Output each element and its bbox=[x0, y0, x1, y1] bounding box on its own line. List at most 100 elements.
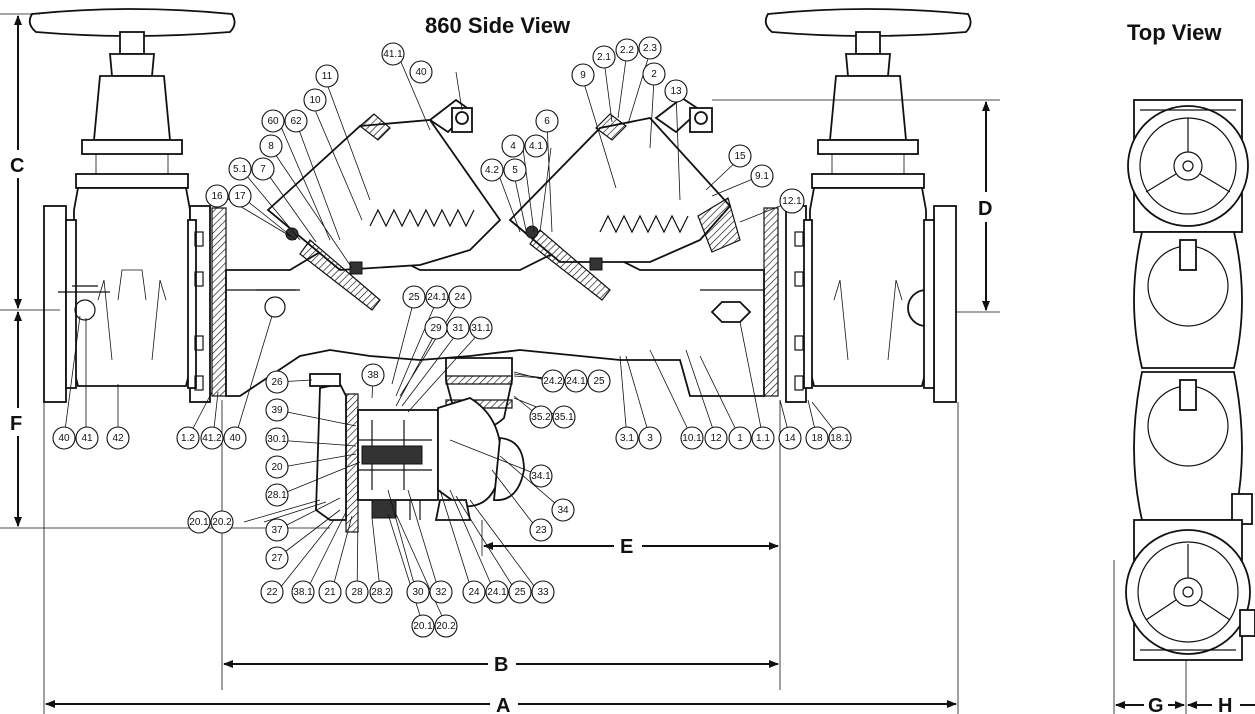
callout-20-1-b: 20.1 bbox=[411, 614, 435, 638]
callout-10-1: 10.1 bbox=[680, 426, 704, 450]
side-view-title: 860 Side View bbox=[425, 13, 571, 38]
svg-text:41.1: 41.1 bbox=[383, 49, 403, 60]
svg-text:20: 20 bbox=[271, 462, 283, 473]
callout-41-1: 41.1 bbox=[381, 42, 405, 66]
callout-24-1-b: 24.1 bbox=[485, 580, 509, 604]
svg-text:12.1: 12.1 bbox=[782, 196, 802, 207]
callout-25-b: 25 bbox=[508, 580, 532, 604]
callout-27: 27 bbox=[265, 546, 289, 570]
svg-text:34.1: 34.1 bbox=[531, 471, 551, 482]
callout-18-1: 18.1 bbox=[828, 426, 852, 450]
callout-20-1-a: 20.1 bbox=[187, 510, 211, 534]
svg-text:34: 34 bbox=[557, 505, 569, 516]
callout-21: 21 bbox=[318, 580, 342, 604]
callout-38: 38 bbox=[361, 363, 385, 387]
callout-41-2: 41.2 bbox=[200, 426, 224, 450]
callout-60: 60 bbox=[261, 109, 285, 133]
callout-2: 2 bbox=[642, 62, 666, 86]
callout-24-b: 24 bbox=[462, 580, 486, 604]
callout-31-1: 31.1 bbox=[469, 316, 493, 340]
callout-28: 28 bbox=[345, 580, 369, 604]
callout-34: 34 bbox=[551, 498, 575, 522]
svg-text:17: 17 bbox=[234, 191, 246, 202]
dim-label-f: F bbox=[10, 413, 22, 435]
callout-29: 29 bbox=[424, 316, 448, 340]
svg-text:18.1: 18.1 bbox=[830, 433, 850, 444]
svg-text:6: 6 bbox=[544, 116, 550, 127]
svg-text:28.1: 28.1 bbox=[267, 490, 287, 501]
callout-24-2: 24.2 bbox=[541, 369, 565, 393]
callout-5-1: 5.1 bbox=[228, 157, 252, 181]
svg-text:2: 2 bbox=[651, 69, 657, 80]
check-valve-body bbox=[211, 96, 779, 430]
svg-text:20.2: 20.2 bbox=[436, 621, 456, 632]
callout-38-1: 38.1 bbox=[291, 580, 315, 604]
svg-text:35.1: 35.1 bbox=[554, 412, 574, 423]
callout-4-2: 4.2 bbox=[480, 158, 504, 182]
svg-text:31.1: 31.1 bbox=[471, 323, 491, 334]
svg-text:27: 27 bbox=[271, 553, 283, 564]
callout-9-1: 9.1 bbox=[750, 164, 774, 188]
svg-text:2.2: 2.2 bbox=[620, 45, 634, 56]
callout-15: 15 bbox=[728, 144, 752, 168]
svg-text:42: 42 bbox=[112, 433, 124, 444]
top-view-title: Top View bbox=[1127, 20, 1222, 45]
callout-42: 42 bbox=[106, 426, 130, 450]
svg-text:20.1: 20.1 bbox=[413, 621, 433, 632]
svg-text:22: 22 bbox=[266, 587, 278, 598]
callout-16: 16 bbox=[205, 184, 229, 208]
callout-5: 5 bbox=[503, 158, 527, 182]
callout-20-2-b: 20.2 bbox=[434, 614, 458, 638]
svg-text:25: 25 bbox=[408, 292, 420, 303]
callout-35-2: 35.2 bbox=[529, 405, 553, 429]
callouts: 41.1 40 11 10 60 62 8 5.1 7 16 17 9 2.1 … bbox=[52, 36, 852, 638]
svg-text:3: 3 bbox=[647, 433, 653, 444]
svg-text:20.2: 20.2 bbox=[212, 517, 232, 528]
callout-32: 32 bbox=[429, 580, 453, 604]
svg-text:8: 8 bbox=[268, 141, 274, 152]
callout-6: 6 bbox=[535, 109, 559, 133]
svg-text:40: 40 bbox=[58, 433, 70, 444]
dim-label-c: C bbox=[10, 155, 24, 177]
callout-23: 23 bbox=[529, 518, 553, 542]
svg-text:1.1: 1.1 bbox=[756, 433, 770, 444]
svg-text:15: 15 bbox=[734, 151, 746, 162]
svg-text:40: 40 bbox=[229, 433, 241, 444]
svg-text:10: 10 bbox=[309, 95, 321, 106]
svg-text:37: 37 bbox=[271, 525, 283, 536]
svg-text:20.1: 20.1 bbox=[189, 517, 209, 528]
svg-text:29: 29 bbox=[430, 323, 442, 334]
svg-text:30: 30 bbox=[412, 587, 424, 598]
callout-2-2: 2.2 bbox=[615, 38, 639, 62]
svg-text:24.1: 24.1 bbox=[487, 587, 507, 598]
callout-25-a: 25 bbox=[402, 285, 426, 309]
callout-35-1: 35.1 bbox=[552, 405, 576, 429]
callout-62: 62 bbox=[284, 109, 308, 133]
svg-text:4.2: 4.2 bbox=[485, 165, 499, 176]
svg-text:18: 18 bbox=[811, 433, 823, 444]
svg-text:26: 26 bbox=[271, 377, 283, 388]
callout-24-1-c: 24.1 bbox=[564, 369, 588, 393]
callout-28-1: 28.1 bbox=[265, 483, 289, 507]
callout-24-1-a: 24.1 bbox=[425, 285, 449, 309]
svg-text:28.2: 28.2 bbox=[371, 587, 391, 598]
svg-text:40: 40 bbox=[415, 67, 427, 78]
callout-34-1: 34.1 bbox=[529, 464, 553, 488]
top-view-drawing bbox=[1125, 99, 1255, 661]
svg-text:9.1: 9.1 bbox=[755, 171, 769, 182]
svg-text:16: 16 bbox=[211, 191, 223, 202]
callout-28-2: 28.2 bbox=[369, 580, 393, 604]
callout-40-top: 40 bbox=[409, 60, 433, 84]
svg-text:2.1: 2.1 bbox=[597, 52, 611, 63]
svg-text:31: 31 bbox=[452, 323, 464, 334]
left-gate-valve bbox=[28, 8, 236, 403]
callout-41: 41 bbox=[75, 426, 99, 450]
callout-40-a: 40 bbox=[52, 426, 76, 450]
svg-text:2.3: 2.3 bbox=[643, 43, 657, 54]
svg-text:32: 32 bbox=[435, 587, 447, 598]
callout-20: 20 bbox=[265, 455, 289, 479]
callout-31: 31 bbox=[446, 316, 470, 340]
svg-text:1.2: 1.2 bbox=[181, 433, 195, 444]
svg-text:25: 25 bbox=[514, 587, 526, 598]
callout-18: 18 bbox=[805, 426, 829, 450]
